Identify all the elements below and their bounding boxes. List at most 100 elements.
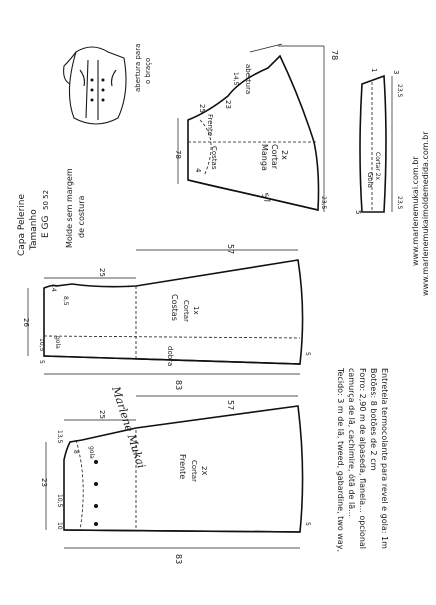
collar-dim-1: 1 [370,68,378,72]
front-dim-a: 10,5 [56,494,63,508]
materials-line-1: Tecido: 3 m de lã, tweed, gabardine, two… [336,367,345,552]
collar-name: Gola [366,172,374,188]
materials-line-5: Entretela termocolante para revel e gola… [380,368,389,549]
sleeve-dim-c: 14,5 [232,72,239,86]
collar-dim-3-text: 3 [392,70,400,74]
back-dim-a: 10,5 [38,338,45,352]
back-cut: Cortar [182,300,190,322]
collar-dim-top-text: 23,5 [396,84,403,98]
materials-line-3: Forro: 2,90 m de alpaseda, flanela... op… [358,368,367,549]
collar-dim-3: 3 [392,70,400,74]
website-line-1: www.marlenemukai.com.br [411,156,420,266]
note-line-2: de costura [77,196,86,239]
back-dim-length-text: 83 [174,380,183,390]
sleeve-dim-d: 4 [194,168,202,173]
collar-dim-5-text: 5 [354,210,362,214]
front-dim-shoulder-text: 25 [98,410,106,419]
sketch-label-2: o braço [144,58,152,84]
front-dim-shoulder: 25 [98,410,106,419]
sketch-label: abertura para o braço [134,44,152,92]
sleeve-dim-c-text: 14,5 [232,72,239,86]
back-dim-right: 5 [304,352,311,356]
back-dim-neck2: 14 [50,284,57,292]
front-dim-neck-text: 13,5 [56,430,63,444]
back-piece [27,249,304,375]
title-line-2: Tamanho [29,209,39,251]
front-labels: Frente Cortar 2X [178,454,208,482]
back-name: Costas [170,294,179,321]
front-button-2 [94,482,98,486]
materials-notes: Tecido: 3 m de lã, tweed, gabardine, two… [336,367,389,552]
front-gola-label: gola [88,446,95,459]
front-dim-length: 83 [174,554,183,564]
front-dim-right-text: 5 [304,522,311,526]
front-cut: Cortar [190,460,198,482]
note-block: Molde sem margem de costura [65,168,86,248]
sleeve-qty: 2x [280,150,289,160]
collar-piece [359,74,393,213]
front-dim-neck2-text: 8 [72,450,79,454]
collar-dim-bottom: 23,5 [396,196,403,210]
sleeve-dim-top: 78 [330,50,339,60]
back-dim-hem-text: 5 [38,360,45,364]
website-line-2: www.marlenemukaimoldemedida.com.br [421,131,430,296]
sleeve-dim-b: 23 [224,100,232,109]
sleeve-front-label: Frente [206,114,214,136]
back-labels: Costas Cortar 1x [170,294,200,322]
back-dim-neck-text: 8,5 [62,296,69,306]
front-dim-width-text: 57 [226,400,235,410]
back-dim-right-text: 5 [304,352,311,356]
sleeve-back-label: Costas [210,146,218,170]
front-dim-hem: 10 [56,522,63,530]
title-line-3: E GG [41,215,51,238]
back-dim-height-text: 26 [22,318,30,327]
sleeve-dim-e: 23,5 [320,196,327,210]
title-block: Capa Pelerine Tamanho E GG 50 52 [17,190,51,256]
front-name: Frente [178,454,187,479]
back-dim-hem: 5 [38,360,45,364]
sleeve-dim-side: 78 [174,150,182,159]
front-dim-hem-text: 10 [56,522,63,530]
sleeve-piece [177,43,325,212]
front-dim-length-text: 83 [174,554,183,564]
back-dim-neck2-text: 14 [50,284,57,292]
note-line-1: Molde sem margem [65,168,74,248]
front-dim-a-text: 10,5 [56,494,63,508]
cape-sketch [63,46,127,125]
front-button-1 [94,460,98,464]
sleeve-dim-curve-text: 57 [260,192,272,204]
sleeve-name: Manga [260,144,269,171]
sleeve-dim-e-text: 23,5 [320,196,327,210]
sleeve-dim-b-text: 23 [224,100,232,109]
collar-dim-1-text: 1 [370,68,378,72]
back-gola-label: gola [54,336,61,349]
title-line-1: Capa Pelerine [17,194,27,256]
front-dim-neck: 13,5 [56,430,63,444]
front-dim-right: 5 [304,522,311,526]
sleeve-dim-a-text: 25 [198,104,206,113]
sleeve-dim-top-text: 78 [330,50,339,60]
back-dim-neck: 8,5 [62,296,69,306]
front-dim-neck2: 8 [72,450,79,454]
front-qty: 2X [200,466,208,475]
sleeve-dim-d-text: 4 [194,168,202,173]
front-dim-height: 23 [40,478,48,487]
sleeve-dim-side-text: 78 [174,150,182,159]
title-sizes: 50 52 [42,190,50,210]
sleeve-opening-text: abertura [244,64,252,94]
front-piece [45,395,304,549]
front-gola-text: gola [88,446,95,459]
collar-cut: Cortar 2x [374,152,381,181]
back-dim-width: 57 [226,244,235,254]
sketch-label-1: abertura para [134,44,142,92]
sleeve-back-text: Costas [210,146,218,170]
materials-line-4: Botões: 8 botões de 2 cm [369,368,378,471]
sleeve-cut: Cortar [270,144,279,170]
back-fold-text: dobra [166,346,174,366]
sleeve-front-text: Frente [206,114,214,136]
back-dim-shoulder-text: 25 [98,268,106,277]
back-dim-length: 83 [174,380,183,390]
back-fold-label: dobra [166,346,174,366]
